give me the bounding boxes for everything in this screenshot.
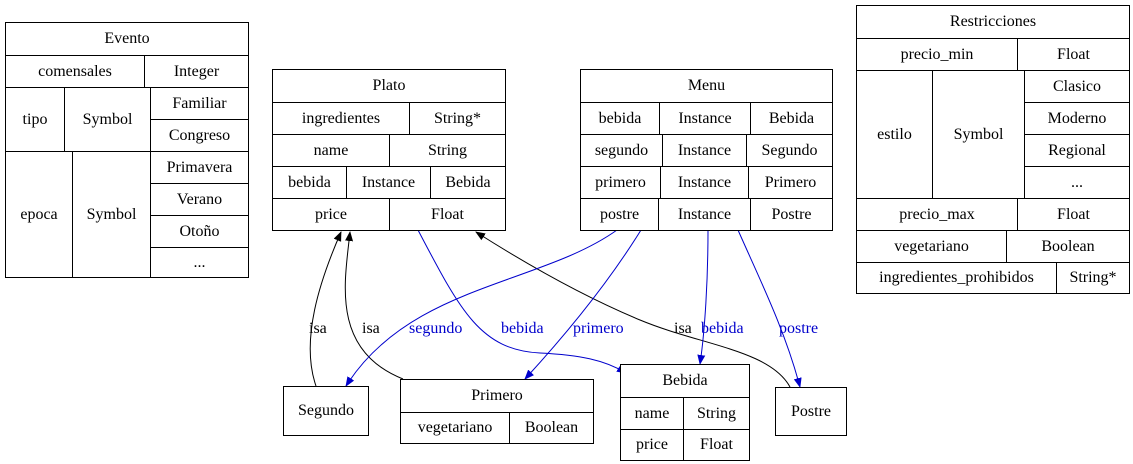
- menu-title: Menu: [687, 77, 726, 94]
- edge-isa-segundo: [309, 231, 342, 387]
- evento-epoca-type: Symbol: [72, 151, 150, 277]
- plato-attr-type: Instance: [346, 166, 430, 198]
- evento-epoca-value: Otoño: [150, 215, 248, 247]
- edge-label-segundo: segundo: [409, 320, 463, 337]
- menu-attr-class: Bebida: [750, 102, 832, 134]
- restricciones-precio-min-name: precio_min: [857, 38, 1017, 70]
- restricciones-vegetariano-name: vegetariano: [857, 230, 1006, 262]
- menu-attr-type: Instance: [662, 134, 746, 166]
- edge-label-postre: postre: [779, 320, 819, 337]
- restricciones-precio-min-type: Float: [1017, 38, 1129, 70]
- evento-title: Evento: [104, 30, 150, 47]
- bebida-attr-type: Float: [683, 429, 749, 460]
- restricciones-vegetariano-type: Boolean: [1006, 230, 1129, 262]
- menu-attr-type: Instance: [658, 198, 750, 230]
- edge-segundo: [345, 229, 618, 387]
- node-evento: Evento comensales Integer tipo Symbol Fa…: [5, 22, 249, 278]
- plato-title: Plato: [372, 77, 406, 94]
- edge-label-primero: primero: [573, 320, 624, 337]
- plato-attr-type: String*: [409, 102, 505, 134]
- node-segundo: Segundo: [283, 386, 369, 436]
- postre-title: Postre: [791, 402, 831, 420]
- bebida-title: Bebida: [662, 372, 708, 389]
- restricciones-estilo-value: Regional: [1024, 134, 1129, 166]
- node-postre: Postre: [775, 387, 847, 436]
- edge-label-bebida-menu: bebida: [701, 320, 744, 337]
- menu-attr-type: Instance: [660, 166, 748, 198]
- plato-attr-name: ingredientes: [273, 102, 409, 134]
- restricciones-estilo-value: Moderno: [1024, 102, 1129, 134]
- node-plato: Plato ingredientes String* name String b…: [272, 69, 506, 231]
- menu-attr-class: Segundo: [746, 134, 832, 166]
- restricciones-estilo-value: ...: [1024, 166, 1129, 198]
- edge-bebida-plato: [417, 229, 627, 374]
- menu-attr-class: Postre: [750, 198, 832, 230]
- restricciones-title: Restricciones: [949, 13, 1037, 30]
- evento-tipo-value: Congreso: [150, 119, 248, 151]
- restricciones-ingredientes-prohibidos-name: ingredientes_prohibidos: [857, 262, 1056, 293]
- evento-comensales-name: comensales: [6, 55, 144, 87]
- menu-attr-type: Instance: [659, 102, 750, 134]
- menu-attr-name: postre: [581, 198, 658, 230]
- restricciones-precio-max-type: Float: [1017, 198, 1129, 230]
- restricciones-precio-max-name: precio_max: [857, 198, 1017, 230]
- menu-attr-name: primero: [581, 166, 660, 198]
- node-menu: Menu bebida Instance Bebida segundo Inst…: [580, 69, 833, 231]
- primero-attr-type: Boolean: [509, 412, 593, 443]
- plato-attr-name: price: [273, 198, 389, 230]
- menu-attr-name: segundo: [581, 134, 662, 166]
- menu-attr-class: Primero: [748, 166, 832, 198]
- primero-attr-name: vegetariano: [401, 412, 509, 443]
- node-primero: Primero vegetariano Boolean: [400, 379, 594, 444]
- bebida-attr-name: name: [621, 397, 683, 429]
- edge-bebida-menu: [697, 229, 709, 365]
- plato-attr-class: Bebida: [430, 166, 505, 198]
- plato-attr-type: String: [389, 134, 505, 166]
- evento-tipo-type: Symbol: [64, 87, 150, 151]
- restricciones-estilo-name: estilo: [857, 70, 932, 198]
- plato-attr-type: Float: [389, 198, 505, 230]
- restricciones-estilo-type: Symbol: [932, 70, 1024, 198]
- edge-primero: [524, 229, 642, 380]
- evento-epoca-value: Verano: [150, 183, 248, 215]
- plato-attr-name: bebida: [273, 166, 346, 198]
- bebida-attr-type: String: [683, 397, 749, 429]
- node-bebida: Bebida name String price Float: [620, 364, 750, 461]
- edge-label-isa-primero: isa: [362, 320, 380, 337]
- edge-label-bebida-plato: bebida: [501, 320, 544, 337]
- segundo-title: Segundo: [298, 402, 354, 419]
- bebida-attr-name: price: [621, 429, 683, 460]
- evento-epoca-name: epoca: [6, 151, 72, 277]
- node-restricciones: Restricciones precio_min Float estilo Sy…: [856, 5, 1130, 294]
- edge-isa-primero: [344, 231, 404, 380]
- evento-tipo-name: tipo: [6, 87, 64, 151]
- evento-epoca-value: ...: [150, 247, 248, 277]
- menu-attr-name: bebida: [581, 102, 659, 134]
- primero-title: Primero: [471, 387, 523, 404]
- evento-epoca-value: Primavera: [150, 151, 248, 183]
- evento-comensales-type: Integer: [144, 55, 248, 87]
- evento-tipo-value: Familiar: [150, 87, 248, 119]
- restricciones-estilo-value: Clasico: [1024, 70, 1129, 102]
- edge-postre: [737, 229, 802, 388]
- plato-attr-name: name: [273, 134, 389, 166]
- restricciones-ingredientes-prohibidos-type: String*: [1056, 262, 1129, 293]
- edge-isa-postre: [475, 231, 791, 388]
- edge-label-isa-segundo: isa: [309, 320, 327, 337]
- edge-label-isa-postre: isa: [674, 320, 692, 337]
